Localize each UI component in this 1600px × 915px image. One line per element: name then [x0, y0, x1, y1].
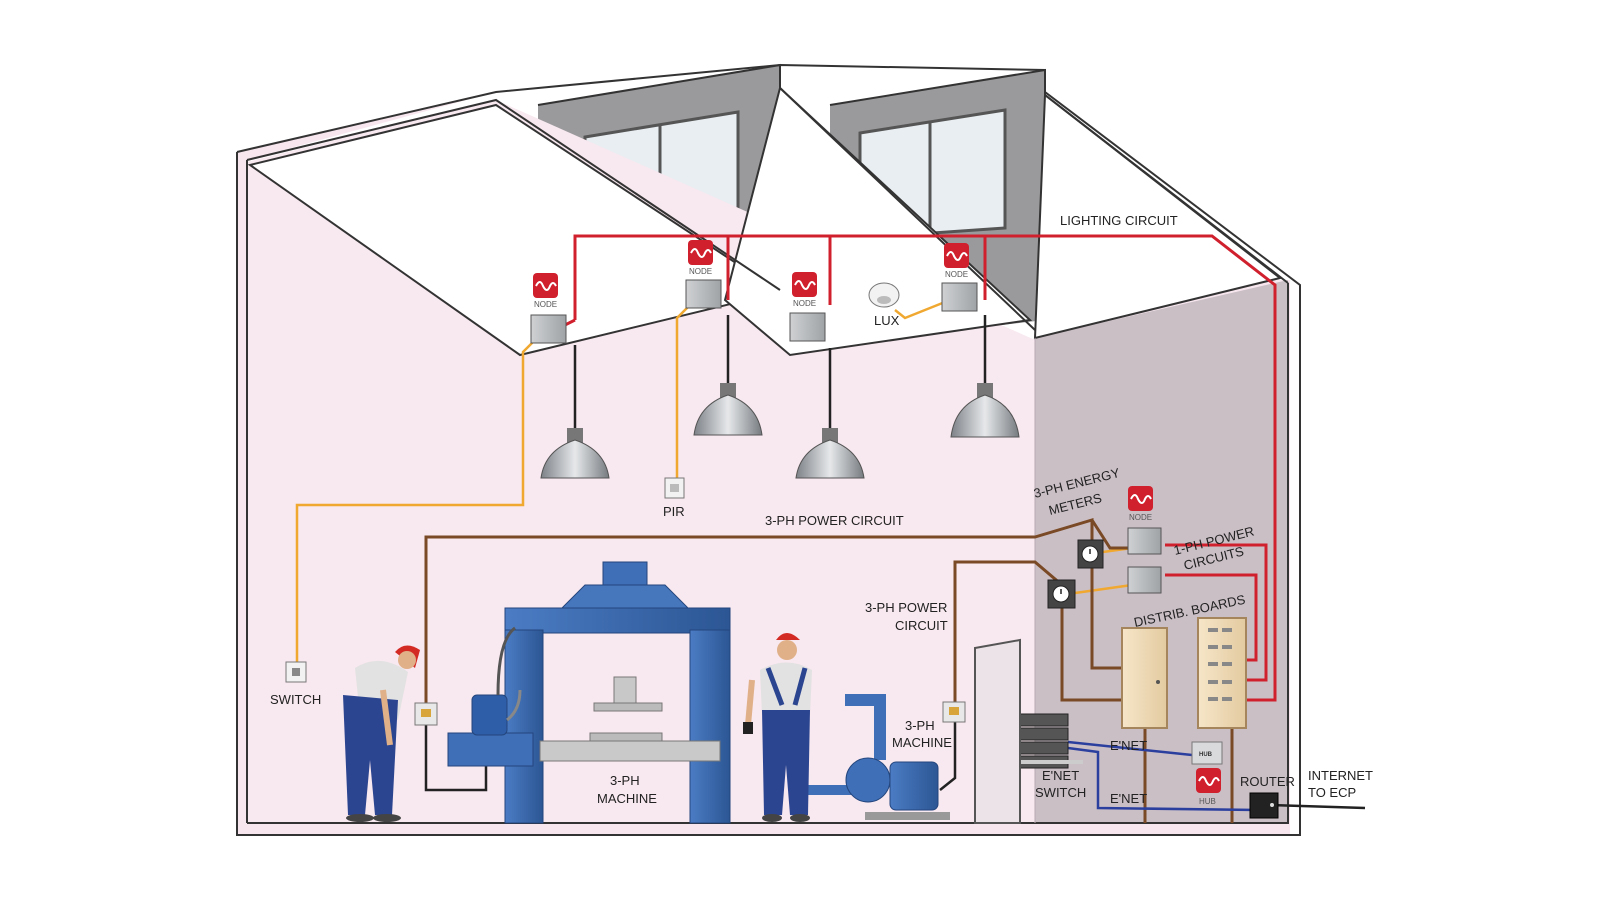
- isolator-box-1: [414, 702, 438, 726]
- pump-machine: [805, 694, 950, 820]
- machine-wiring: [424, 315, 1366, 810]
- label-lux: LUX: [874, 313, 900, 328]
- label-lighting-circuit: LIGHTING CIRCUIT: [1060, 213, 1178, 228]
- isolator-box-2: [942, 701, 966, 723]
- node-device-4: NODE: [941, 243, 978, 312]
- svg-text:NODE: NODE: [793, 299, 816, 308]
- label-enet-lower: E'NET: [1110, 791, 1147, 806]
- pendant-lamp-2: [693, 383, 763, 436]
- node-device-1: NODE: [530, 273, 567, 344]
- door: [974, 638, 1021, 824]
- node-device-5: NODE: [1127, 486, 1162, 555]
- label-pump-machine-1: 3-PH: [905, 718, 935, 733]
- pir-sensor: [664, 477, 685, 499]
- node-device-6: [1127, 566, 1162, 594]
- label-enet-upper: E'NET: [1110, 738, 1147, 753]
- pendant-lamp-4: [950, 383, 1020, 438]
- pendant-lamp-3: [795, 428, 865, 479]
- label-press-machine-1: 3-PH: [610, 773, 640, 788]
- label-internet-2: TO ECP: [1308, 785, 1356, 800]
- label-power-circuit-top: 3-PH POWER CIRCUIT: [765, 513, 904, 528]
- label-power-circuit-mid-1: 3-PH POWER: [865, 600, 947, 615]
- label-power-circuit-mid-2: CIRCUIT: [895, 618, 948, 633]
- energy-meter-2: [1047, 579, 1076, 609]
- label-pump-machine-2: MACHINE: [892, 735, 952, 750]
- distribution-board-2: [1197, 617, 1247, 729]
- worker-right: [743, 633, 812, 822]
- press-machine: [447, 561, 731, 824]
- energy-meter-1: [1077, 539, 1104, 569]
- ethernet-wiring: [1067, 740, 1259, 812]
- label-pir: PIR: [663, 504, 685, 519]
- svg-text:HUB: HUB: [1199, 797, 1216, 806]
- label-enet-switch-2: SWITCH: [1035, 785, 1086, 800]
- label-enet-switch-1: E'NET: [1042, 768, 1079, 783]
- lux-sensor: [868, 282, 900, 308]
- svg-text:NODE: NODE: [945, 270, 968, 279]
- node-device-2: NODE: [685, 240, 722, 309]
- label-internet-1: INTERNET: [1308, 768, 1373, 783]
- label-router: ROUTER: [1240, 774, 1295, 789]
- distribution-board-1: [1121, 627, 1168, 729]
- svg-text:NODE: NODE: [534, 300, 557, 309]
- label-press-machine-2: MACHINE: [597, 791, 657, 806]
- lighting-circuit-wiring: [564, 234, 1277, 702]
- wall-switch: [285, 661, 307, 683]
- svg-text:NODE: NODE: [1129, 513, 1152, 522]
- worker-left: [343, 645, 420, 822]
- ethernet-switch-rack: [1015, 713, 1083, 769]
- node-device-3: NODE: [789, 272, 826, 342]
- router-device: [1249, 792, 1279, 819]
- pendant-lamp-1: [540, 428, 610, 479]
- label-switch: SWITCH: [270, 692, 321, 707]
- power-circuit-wiring: [424, 517, 1234, 823]
- hub-device: HUB HUB: [1191, 741, 1223, 806]
- svg-text:NODE: NODE: [689, 267, 712, 276]
- svg-text:HUB: HUB: [1199, 752, 1213, 758]
